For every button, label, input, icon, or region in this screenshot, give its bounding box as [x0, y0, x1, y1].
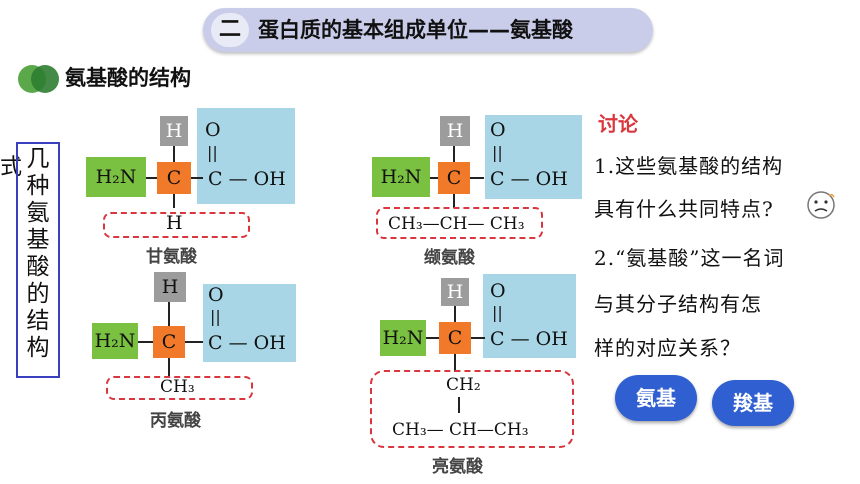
carboxyl-box [203, 284, 296, 362]
amino-acid-name: 丙氨酸 [150, 411, 201, 431]
oxygen-atom: O [490, 119, 506, 141]
bond-line [471, 337, 485, 339]
section-title: 氨基酸的结构 [65, 66, 191, 90]
double-bond: || [492, 303, 503, 322]
discussion-q2-line1: 2.“氨基酸”这一名词 [594, 246, 785, 270]
carboxyl-text: C — OH [208, 332, 286, 354]
amino-acid-name: 亮氨酸 [432, 457, 483, 477]
carboxyl-box [485, 115, 582, 199]
carboxyl-group-button[interactable]: 羧基 [712, 380, 794, 426]
discussion-title: 讨论 [598, 112, 638, 136]
bond-line [168, 358, 170, 376]
section-number-badge: 二 [211, 13, 249, 47]
bond-line [185, 341, 203, 343]
carboxyl-text: C — OH [208, 168, 286, 190]
page-title: 蛋白质的基本组成单位——氨基酸 [258, 18, 573, 42]
double-bond: || [492, 143, 503, 162]
bond-line [458, 397, 460, 413]
bond-line [430, 177, 438, 179]
bond-line [426, 337, 439, 339]
oxygen-atom: O [490, 280, 506, 302]
vertical-label-box [16, 142, 60, 378]
amino-acid-name: 缬氨酸 [424, 248, 475, 268]
carboxyl-box [197, 108, 295, 204]
central-carbon: C [157, 162, 191, 194]
bond-line [173, 146, 175, 162]
central-carbon: C [438, 162, 470, 194]
r-group: H [166, 212, 183, 234]
amino-group-button[interactable]: 氨基 [615, 375, 697, 421]
central-carbon: C [439, 322, 471, 354]
bond-line [453, 146, 455, 162]
carboxyl-text: C — OH [490, 168, 568, 190]
bond-line [168, 302, 170, 326]
bond-line [191, 177, 203, 179]
vertical-label: 几种氨基酸的结构 [26, 146, 50, 361]
hydrogen-box: H [440, 116, 470, 146]
discussion-q1-line1: 1.这些氨基酸的结构 [594, 154, 784, 178]
double-circle-icon [18, 65, 59, 93]
thinking-face-icon [807, 191, 835, 219]
hydrogen-box: H [160, 116, 188, 146]
r-group-top: CH₂ [446, 375, 481, 395]
oxygen-atom: O [205, 119, 221, 141]
bond-line [146, 177, 157, 179]
bond-line [454, 306, 456, 322]
discussion-q2-line2: 与其分子结构有怎 [594, 292, 762, 316]
amino-acid-name: 甘氨酸 [146, 247, 197, 267]
hydrogen-box: H [441, 278, 469, 306]
oxygen-atom: O [208, 284, 224, 306]
r-group-outline [370, 370, 574, 448]
double-bond: || [210, 307, 221, 326]
r-group: CH₃—CH— CH₃ [388, 214, 525, 234]
amino-group-box: H₂N [372, 157, 430, 197]
bond-line [454, 354, 456, 372]
discussion-q2-line3: 样的对应关系？ [594, 336, 741, 360]
r-group-bottom: CH₃— CH—CH₃ [392, 420, 529, 440]
r-group: CH₃ [160, 377, 195, 397]
central-carbon: C [153, 326, 185, 358]
carboxyl-box [483, 274, 576, 358]
amino-group-box: H₂N [86, 157, 146, 197]
bond-line [138, 341, 153, 343]
amino-group-box: H₂N [92, 323, 138, 359]
hydrogen-box: H [154, 272, 186, 302]
bond-line [173, 194, 175, 208]
amino-group-box: H₂N [380, 320, 426, 356]
bond-line [470, 177, 484, 179]
r-group-outline [103, 212, 250, 238]
carboxyl-text: C — OH [490, 328, 568, 350]
discussion-q1-line2: 具有什么共同特点? [594, 197, 774, 221]
r-group-outline [106, 376, 253, 400]
bond-line [453, 194, 455, 208]
title-banner [203, 8, 653, 52]
double-bond: || [207, 143, 218, 162]
r-group-outline [376, 207, 543, 239]
